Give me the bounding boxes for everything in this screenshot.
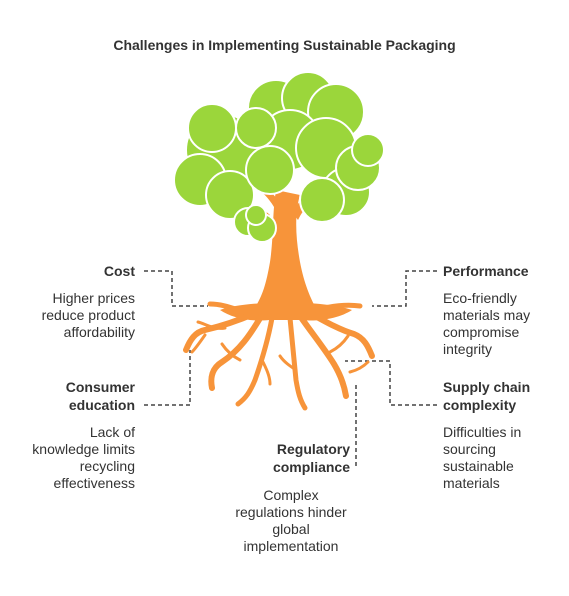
regulatory-description: Complex regulations hinder global implem… bbox=[235, 487, 347, 554]
regulatory-title: Regulatory compliance bbox=[272, 441, 350, 475]
supply-chain-description: Difficulties in sourcing sustainable mat… bbox=[443, 424, 522, 491]
roots bbox=[183, 301, 375, 411]
trunk bbox=[252, 190, 318, 312]
cost-title: Cost bbox=[103, 263, 135, 279]
consumer-education-description: Lack of knowledge limits recycling effec… bbox=[32, 424, 135, 491]
consumer-education-title: Consumer education bbox=[65, 379, 135, 413]
connector-performance bbox=[372, 270, 437, 307]
connector-cost bbox=[144, 270, 208, 307]
cost-description: Higher prices reduce product affordabili… bbox=[41, 290, 135, 340]
diagram-title: Challenges in Implementing Sustainable P… bbox=[113, 37, 456, 53]
supply-chain-title: Supply chain complexity bbox=[443, 379, 531, 413]
foliage bbox=[173, 71, 385, 243]
connector-consumer-education bbox=[144, 350, 191, 406]
performance-description: Eco-friendly materials may compromise in… bbox=[443, 290, 531, 357]
performance-title: Performance bbox=[443, 263, 529, 279]
